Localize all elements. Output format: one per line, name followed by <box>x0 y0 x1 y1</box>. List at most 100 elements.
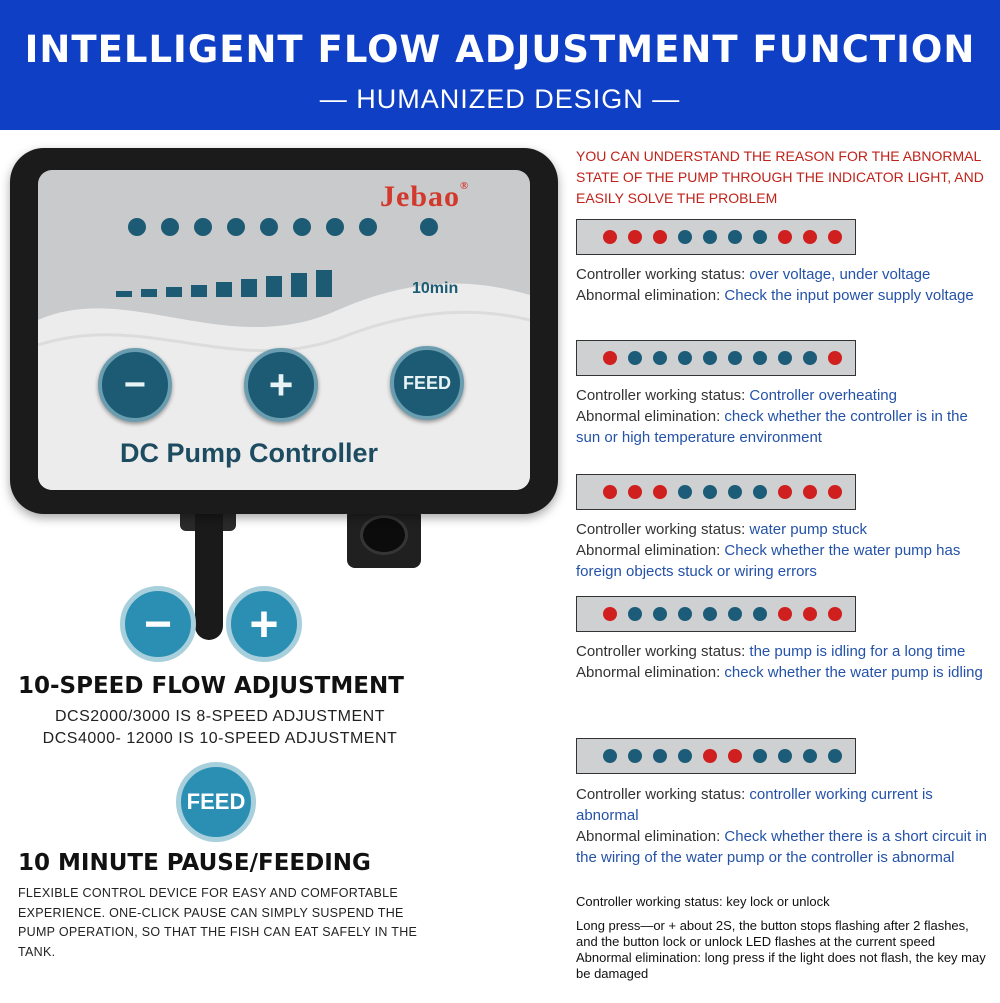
speed-led <box>161 218 179 236</box>
speed-line-2: DCS4000- 12000 IS 10-SPEED ADJUSTMENT <box>42 730 398 747</box>
status-block: Controller working status: water pump st… <box>576 519 992 582</box>
speed-bar <box>241 279 257 297</box>
blue-indicator-led <box>778 351 792 365</box>
key-lock-block: Controller working status: key lock or u… <box>576 894 986 982</box>
indicator-strip <box>576 738 856 774</box>
red-indicator-led <box>728 749 742 763</box>
working-status-value: over voltage, under voltage <box>749 266 931 283</box>
abnormal-elimination-value: Check whether there is a short circuit i… <box>576 828 988 866</box>
indicator-strip <box>576 474 856 510</box>
banner-subtitle: — HUMANIZED DESIGN — <box>319 84 681 114</box>
abnormal-elimination: Abnormal elimination: Check the input po… <box>576 285 992 306</box>
speed-bar <box>141 289 157 297</box>
indicator-strip <box>576 340 856 376</box>
red-indicator-led <box>628 230 642 244</box>
indicator-intro: YOU CAN UNDERSTAND THE REASON FOR THE AB… <box>576 148 984 206</box>
abnormal-elimination-value: check whether the controller is in the s… <box>576 408 968 446</box>
timer-led <box>420 218 438 236</box>
status-block: Controller working status: Controller ov… <box>576 385 992 448</box>
red-indicator-led <box>803 607 817 621</box>
working-status: Controller working status: water pump st… <box>576 519 992 540</box>
header-banner: INTELLIGENT FLOW ADJUSTMENT FUNCTION — H… <box>0 0 1000 130</box>
key-lock-description: Long press—or + about 2S, the button sto… <box>576 918 969 949</box>
abnormal-elimination-value: Check whether the water pump has foreign… <box>576 542 961 580</box>
red-indicator-led <box>778 607 792 621</box>
speed-bar <box>291 273 307 297</box>
key-lock-status: Controller working status: key lock or u… <box>576 894 830 909</box>
red-indicator-led <box>653 230 667 244</box>
working-status-label: Controller working status: <box>576 521 750 538</box>
working-status: Controller working status: Controller ov… <box>576 385 992 406</box>
blue-indicator-led <box>703 351 717 365</box>
feed-button[interactable]: FEED <box>176 762 256 842</box>
blue-indicator-led <box>678 749 692 763</box>
blue-indicator-led <box>678 485 692 499</box>
working-status: Controller working status: the pump is i… <box>576 641 992 662</box>
speed-led <box>326 218 344 236</box>
speed-led <box>128 218 146 236</box>
red-indicator-led <box>653 485 667 499</box>
red-indicator-led <box>828 351 842 365</box>
blue-indicator-led <box>703 230 717 244</box>
blue-indicator-led <box>778 749 792 763</box>
working-status-label: Controller working status: <box>576 266 750 283</box>
speed-bar <box>266 276 282 297</box>
timer-label: 10min <box>412 280 459 297</box>
working-status: Controller working status: controller wo… <box>576 784 992 826</box>
blue-indicator-led <box>703 485 717 499</box>
device-feed-button[interactable]: FEED <box>390 346 464 420</box>
blue-indicator-led <box>753 749 767 763</box>
blue-indicator-led <box>653 607 667 621</box>
blue-indicator-led <box>603 749 617 763</box>
blue-indicator-led <box>653 749 667 763</box>
speed-bar <box>116 291 132 297</box>
speed-bar <box>191 285 207 297</box>
red-indicator-led <box>803 230 817 244</box>
pump-port-hole <box>360 515 408 555</box>
red-indicator-led <box>828 485 842 499</box>
working-status-value: controller working current is abnormal <box>576 786 933 824</box>
blue-indicator-led <box>628 351 642 365</box>
status-block: Controller working status: the pump is i… <box>576 641 992 683</box>
speed-line-1: DCS2000/3000 IS 8-SPEED ADJUSTMENT <box>54 708 385 725</box>
abnormal-elimination-label: Abnormal elimination: <box>576 664 725 681</box>
abnormal-elimination: Abnormal elimination: Check whether the … <box>576 540 992 582</box>
blue-indicator-led <box>653 351 667 365</box>
speed-bar <box>166 287 182 297</box>
brand-name: Jebao <box>380 180 460 213</box>
blue-indicator-led <box>753 485 767 499</box>
banner-title: INTELLIGENT FLOW ADJUSTMENT FUNCTION <box>24 28 976 71</box>
red-indicator-led <box>828 607 842 621</box>
speed-led <box>293 218 311 236</box>
blue-indicator-led <box>728 485 742 499</box>
device-minus-button[interactable]: − <box>98 348 172 422</box>
working-status-label: Controller working status: <box>576 786 750 803</box>
blue-indicator-led <box>728 230 742 244</box>
abnormal-elimination-label: Abnormal elimination: <box>576 287 725 304</box>
speed-led <box>227 218 245 236</box>
plus-button[interactable]: + <box>226 586 302 662</box>
red-indicator-led <box>778 230 792 244</box>
blue-indicator-led <box>678 351 692 365</box>
blue-indicator-led <box>728 351 742 365</box>
red-indicator-led <box>603 607 617 621</box>
abnormal-elimination-label: Abnormal elimination: <box>576 408 725 425</box>
red-indicator-led <box>803 485 817 499</box>
brand-logo: Jebao® <box>380 180 469 214</box>
blue-indicator-led <box>828 749 842 763</box>
indicator-strip <box>576 219 856 255</box>
controller-device: Jebao® 10min − + FEED DC Pump Contro <box>10 148 558 514</box>
speed-level-bars <box>116 270 332 297</box>
key-lock-elimination: Abnormal elimination: long press if the … <box>576 950 986 981</box>
working-status-value: water pump stuck <box>749 521 867 538</box>
device-plus-button[interactable]: + <box>244 348 318 422</box>
indicator-strip <box>576 596 856 632</box>
red-indicator-led <box>628 485 642 499</box>
red-indicator-led <box>778 485 792 499</box>
power-cable <box>195 510 223 640</box>
minus-button[interactable]: − <box>120 586 196 662</box>
abnormal-elimination: Abnormal elimination: Check whether ther… <box>576 826 992 868</box>
status-block: Controller working status: controller wo… <box>576 784 992 868</box>
blue-indicator-led <box>703 607 717 621</box>
speed-bar <box>216 282 232 297</box>
